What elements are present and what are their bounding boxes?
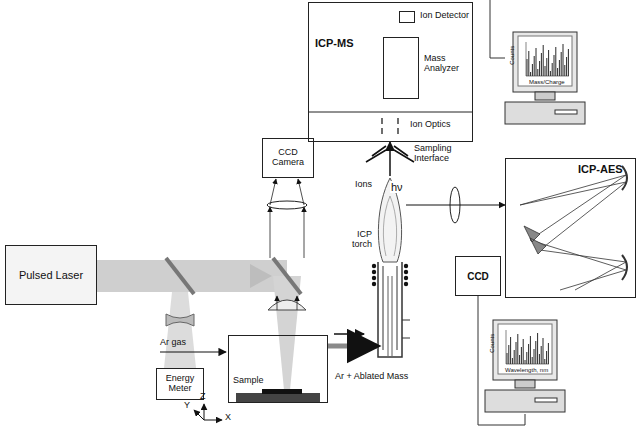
icp-torch — [378, 178, 410, 357]
imaging-rays — [270, 179, 304, 310]
ms-computer-wire — [490, 0, 505, 58]
coil-turn — [372, 270, 376, 274]
node-text: Counts — [509, 46, 516, 65]
ion-optics — [382, 118, 398, 138]
aes-computer: CountsWavelength, nm — [485, 318, 565, 414]
laser-beam — [180, 260, 287, 292]
beam-splitter — [166, 258, 194, 294]
ms-computer: CountsMass/Charge — [505, 30, 585, 126]
node-text: Ion Detector — [420, 11, 469, 21]
node-text: CCD Camera — [266, 148, 310, 168]
axis-label: X — [225, 413, 231, 423]
ion-detector: Ion Detector — [399, 11, 415, 23]
screen — [518, 36, 572, 86]
imaging-lens — [267, 201, 307, 209]
node-text: Energy Meter — [160, 374, 200, 394]
sample-piece — [262, 389, 302, 394]
dichroic-mirror — [273, 258, 301, 294]
node-text: Sample — [233, 376, 264, 386]
node-text: ICP torch — [338, 230, 372, 250]
sample-transport-tube — [328, 344, 378, 349]
part-label: Sampling Interface — [414, 144, 466, 164]
ion-beam-arrow — [389, 142, 391, 176]
ms-computer — [505, 32, 585, 124]
part-label: Ion Optics — [410, 120, 451, 130]
spectrometer-optics — [520, 166, 627, 290]
monitor-stand — [515, 380, 535, 388]
computer-base — [505, 102, 585, 124]
coil-turn — [404, 282, 408, 286]
axis-label: Y — [184, 401, 190, 411]
laser-beam — [97, 260, 180, 292]
laser-box: Pulsed Laser — [5, 245, 97, 305]
chart-axes — [506, 330, 549, 364]
focused-beam — [273, 276, 301, 390]
node-text: Mass Analyzer — [424, 54, 472, 74]
coil-turn — [404, 270, 408, 274]
concave-lens — [166, 314, 194, 326]
ccd-box: CCD — [455, 256, 501, 296]
ablation-cell: Sample — [228, 335, 328, 403]
coil-turn — [372, 264, 376, 268]
edge-label: Ar + Ablated Mass — [334, 372, 409, 382]
ms-divider — [308, 112, 473, 113]
node-text: ICP-MS — [315, 37, 354, 49]
edge-label: Ions — [354, 180, 373, 190]
mass-analyzer: Mass Analyzer — [383, 37, 419, 99]
aes-housing: ICP-AES — [505, 158, 636, 298]
computer-base — [485, 390, 565, 412]
emission-arrow — [406, 205, 505, 206]
disk-drive — [535, 398, 557, 402]
camera-box: CCD Camera — [262, 138, 314, 178]
energy-beam — [164, 292, 196, 368]
energy-meter-box: Energy Meter — [156, 368, 204, 400]
monitor-stand — [535, 92, 555, 100]
load-coil — [372, 264, 408, 286]
flow-arrow — [334, 333, 364, 335]
node-text: CCD — [467, 271, 489, 282]
screen — [498, 324, 552, 374]
sample-stage — [236, 393, 320, 402]
node-text: ICP-AES — [578, 163, 623, 175]
data-cable — [478, 296, 525, 425]
spectrum-bars — [507, 333, 548, 364]
aes-computer — [485, 320, 565, 412]
node-text: Counts — [489, 334, 496, 353]
monitor — [493, 320, 557, 380]
beam-direction-arrow — [250, 264, 272, 288]
axis-label: Z — [200, 392, 206, 402]
node-text: Wavelength, nm — [505, 367, 548, 374]
node-text: Mass/Charge — [529, 79, 565, 86]
edge-label: hν — [390, 181, 404, 193]
coil-turn — [372, 276, 376, 280]
ar-gas-arrow — [160, 351, 226, 352]
disk-drive — [555, 110, 577, 114]
coil-turn — [372, 282, 376, 286]
monitor — [513, 32, 577, 92]
coil-turn — [404, 276, 408, 280]
coil-turn — [404, 264, 408, 268]
chart-axes — [526, 42, 569, 76]
spectrum-bars — [527, 44, 568, 76]
torch-region: ICP torch — [374, 172, 406, 358]
node-text: Pulsed Laser — [19, 269, 83, 281]
part-label: Ar gas — [160, 338, 186, 348]
axes-symbol — [194, 404, 222, 420]
focusing-lens — [268, 300, 306, 310]
